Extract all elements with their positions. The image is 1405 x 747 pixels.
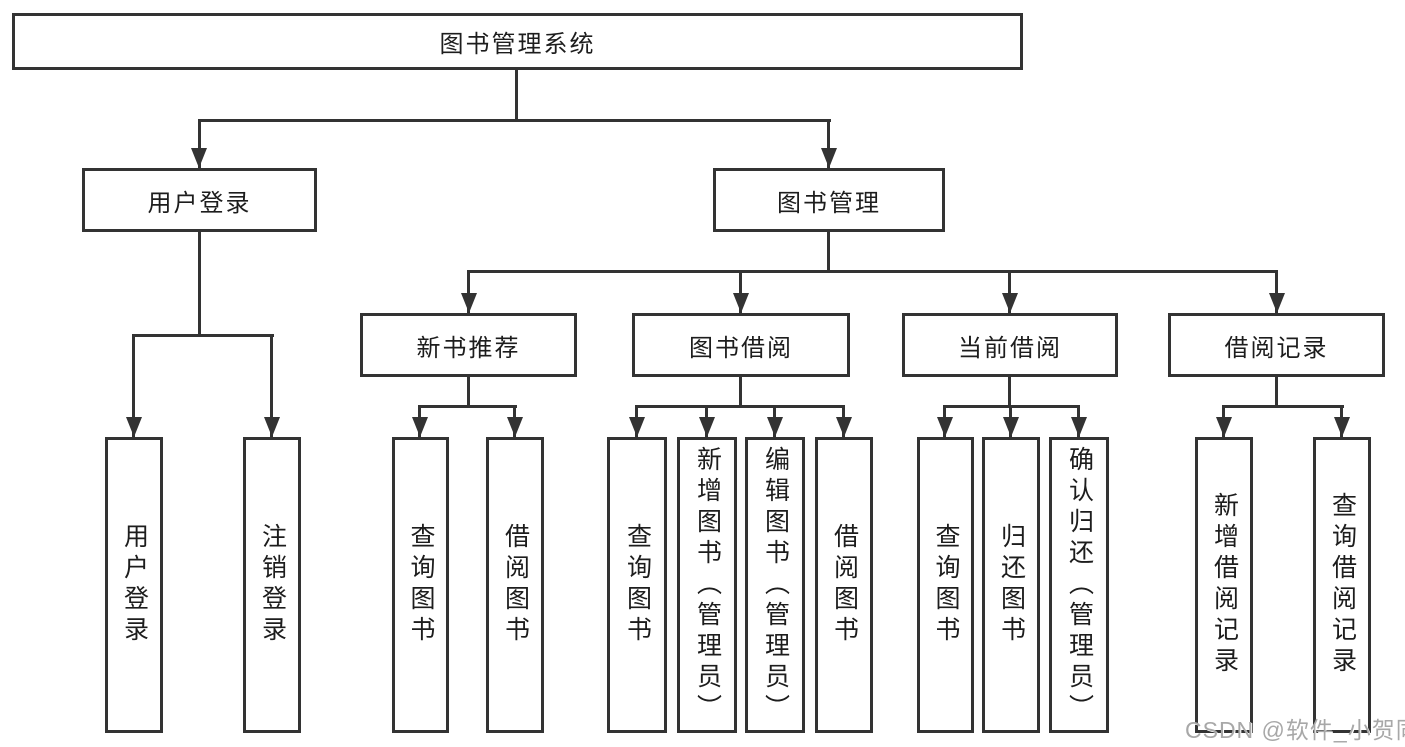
node-label: 查询借阅记录: [1328, 492, 1357, 678]
node-edit-books-admin: 编辑图书（管理员）: [745, 437, 805, 733]
connector-line: [1275, 377, 1278, 407]
node-label: 查询图书: [932, 523, 960, 647]
node-book-borrowing: 图书借阅: [632, 313, 850, 377]
connector-line: [467, 270, 470, 313]
arrowhead-icon: [1071, 417, 1087, 437]
arrowhead-icon: [629, 417, 645, 437]
node-user-login-leaf: 用户登录: [105, 437, 163, 733]
node-label: 编辑图书（管理员）: [761, 445, 790, 725]
connector-line: [198, 232, 201, 336]
connector-line: [198, 119, 831, 122]
arrowhead-icon: [1334, 417, 1350, 437]
connector-line: [270, 334, 273, 437]
arrowhead-icon: [507, 417, 523, 437]
arrowhead-icon: [1003, 417, 1019, 437]
arrowhead-icon: [191, 148, 207, 168]
connector-line: [1008, 270, 1011, 313]
node-borrow-books-2: 借阅图书: [815, 437, 873, 733]
node-label: 查询图书: [623, 523, 652, 647]
node-logout: 注销登录: [243, 437, 301, 733]
connector-line: [635, 405, 845, 408]
arrowhead-icon: [126, 417, 142, 437]
connector-line: [418, 405, 517, 408]
arrowhead-icon: [264, 417, 280, 437]
node-query-books-2: 查询图书: [607, 437, 667, 733]
node-new-book-recommend: 新书推荐: [360, 313, 577, 377]
connector-line: [739, 377, 742, 407]
arrowhead-icon: [1216, 417, 1232, 437]
connector-line: [198, 119, 201, 168]
node-label: 查询图书: [407, 523, 435, 647]
node-add-books-admin: 新增图书（管理员）: [677, 437, 737, 733]
arrowhead-icon: [1269, 293, 1285, 313]
arrowhead-icon: [461, 293, 477, 313]
node-label: 借阅图书: [830, 523, 859, 647]
connector-line: [1275, 270, 1278, 313]
node-borrowing-records: 借阅记录: [1168, 313, 1385, 377]
connector-line: [515, 70, 518, 121]
arrowhead-icon: [937, 417, 953, 437]
node-return-books: 归还图书: [982, 437, 1040, 733]
node-user-login: 用户登录: [82, 168, 317, 232]
connector-line: [132, 334, 135, 437]
node-label: 用户登录: [120, 523, 149, 647]
node-query-books-3: 查询图书: [917, 437, 974, 733]
node-add-borrow-record: 新增借阅记录: [1195, 437, 1253, 733]
connector-line: [132, 334, 274, 337]
node-query-books-1: 查询图书: [392, 437, 449, 733]
csdn-watermark: CSDN @软件_小贺同学: [1185, 717, 1405, 743]
node-borrow-books-1: 借阅图书: [486, 437, 544, 733]
arrowhead-icon: [412, 417, 428, 437]
connector-line: [739, 270, 742, 313]
connector-line: [827, 232, 830, 272]
node-label: 借阅图书: [501, 523, 530, 647]
connector-line: [467, 377, 470, 407]
connector-line: [1008, 377, 1011, 407]
node-label: 注销登录: [258, 523, 287, 647]
node-label: 确认归还（管理员）: [1065, 445, 1094, 725]
arrowhead-icon: [821, 148, 837, 168]
node-library-management-system: 图书管理系统: [12, 13, 1023, 70]
node-label: 新增借阅记录: [1210, 492, 1239, 678]
node-confirm-return-admin: 确认归还（管理员）: [1049, 437, 1109, 733]
connector-line: [1222, 405, 1344, 408]
node-current-borrowing: 当前借阅: [902, 313, 1118, 377]
connector-line: [467, 270, 1278, 273]
arrowhead-icon: [1002, 293, 1018, 313]
arrowhead-icon: [836, 417, 852, 437]
arrowhead-icon: [767, 417, 783, 437]
node-query-borrow-record: 查询借阅记录: [1313, 437, 1371, 733]
node-book-management: 图书管理: [713, 168, 945, 232]
connector-line: [827, 119, 830, 168]
arrowhead-icon: [699, 417, 715, 437]
node-label: 归还图书: [997, 523, 1026, 647]
node-label: 新增图书（管理员）: [693, 445, 722, 725]
arrowhead-icon: [733, 293, 749, 313]
